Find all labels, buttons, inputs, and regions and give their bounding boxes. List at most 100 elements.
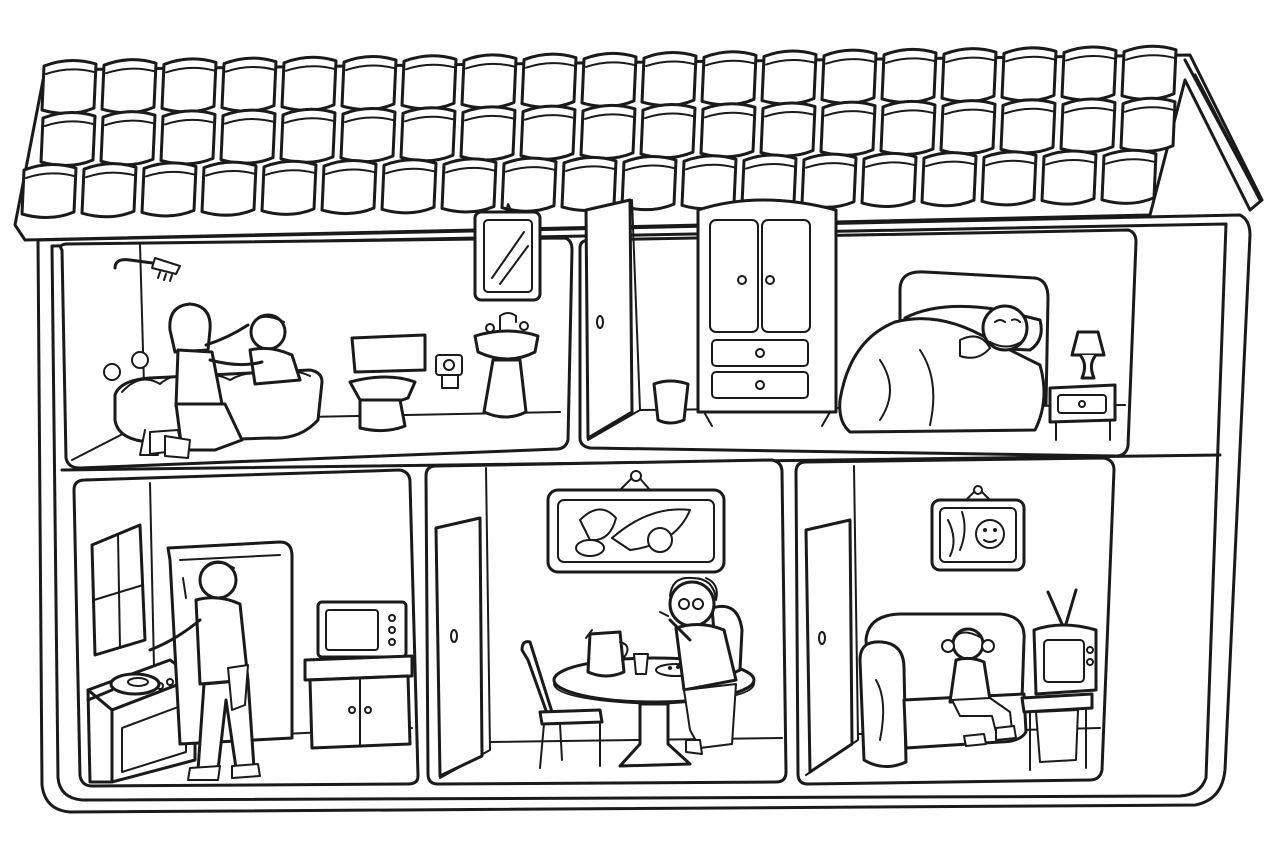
roof-tile-ridge [625, 164, 675, 172]
kitchen-window [90, 523, 147, 657]
roof-tile [339, 107, 397, 164]
roof-tile-ridge [805, 162, 855, 169]
roof-tile [640, 51, 698, 108]
frying-pan [86, 672, 161, 702]
bathroom-sink [473, 312, 540, 419]
roof-tile-ridge [1124, 106, 1174, 113]
roof-tile-ridge [104, 119, 154, 127]
roof-tile [140, 161, 198, 218]
roof-tile [160, 57, 218, 114]
roof-tile-ridge [685, 163, 735, 171]
television [1032, 588, 1098, 696]
living-room [794, 456, 1116, 786]
roof-tile [80, 162, 138, 219]
roof-tile-ridge [344, 116, 394, 124]
roof-tile-ridge [584, 113, 634, 120]
wardrobe [696, 198, 838, 427]
roof-tile-ridge [705, 59, 755, 67]
roof-tile-ridge [105, 67, 155, 75]
roof-tile [260, 159, 318, 216]
roof-tile-ridge [884, 109, 934, 116]
roof-tile [440, 157, 498, 214]
toilet-paper [435, 354, 463, 389]
drinking-glass [633, 653, 649, 675]
roof-tile [1119, 96, 1177, 153]
kitchen [72, 468, 420, 788]
roof-tile-ridge [85, 171, 135, 179]
roof-tile-ridge [865, 161, 915, 168]
fruit-painting [546, 470, 726, 574]
roof-tile [520, 52, 578, 109]
roof-tile-ridge [265, 169, 315, 176]
roof-tile-ridge [925, 160, 975, 168]
roof-tile-ridge [524, 114, 574, 121]
roof-tile-ridge [944, 108, 994, 116]
roof-tile [320, 159, 378, 216]
roof-tile-ridge [745, 162, 795, 170]
dining-room [424, 458, 788, 786]
roof-tile-ridge [164, 118, 214, 126]
roof-tile-ridge [284, 117, 334, 124]
roof-tile [879, 99, 937, 156]
dining-chair [520, 640, 604, 769]
roof-tile-ridge [704, 111, 754, 119]
roof-tile-ridge [764, 110, 814, 118]
roof-tile [580, 51, 638, 108]
roof-tile-ridge [825, 58, 875, 65]
mother-bathing-child [149, 302, 264, 459]
child-bathing [248, 313, 302, 386]
roof-tile [620, 155, 678, 212]
sun-painting [930, 485, 1026, 572]
roof-tile-ridge [645, 60, 695, 68]
roof-tile-ridge [385, 167, 435, 175]
roof-tile-ridge [285, 65, 335, 72]
tv-stand [1020, 692, 1094, 771]
microwave [316, 600, 408, 659]
roof-tiles [20, 44, 1178, 219]
roof-tile [20, 163, 78, 219]
roof-tile-ridge [224, 118, 274, 125]
roof-tile [1120, 44, 1178, 101]
roof-tile-ridge [765, 58, 815, 66]
roof-tile [380, 158, 438, 215]
roof-tile-ridge [404, 115, 454, 123]
roof-tile [280, 55, 338, 112]
roof-tile-ridge [945, 56, 995, 64]
roof-tile [460, 53, 518, 110]
armchair-sofa [858, 612, 1028, 768]
water-pitcher [585, 629, 629, 678]
roof-tile [760, 49, 818, 106]
roof-tile [400, 54, 458, 111]
dining-door [434, 516, 484, 778]
bathroom [59, 203, 574, 470]
roof-tile [680, 154, 738, 211]
shower-head [113, 257, 181, 282]
roof-tile [880, 47, 938, 104]
roof-tile-ridge [885, 57, 935, 64]
roof-tile [980, 150, 1038, 207]
roof-tile-ridge [525, 62, 575, 69]
roof-tile-ridge [505, 166, 555, 173]
roof-tile-ridge [1064, 107, 1114, 114]
roof-tile [100, 58, 158, 115]
roof-tile-ridge [1004, 107, 1054, 115]
bedside-lamp [1070, 330, 1106, 380]
nightstand [1048, 383, 1117, 441]
roof-tile-ridge [644, 112, 694, 120]
kitchen-cabinet [303, 654, 414, 750]
roof-tile [759, 101, 817, 158]
roof-tile [399, 106, 457, 163]
roof-tile-ridge [824, 110, 874, 117]
living-room-door [804, 518, 854, 774]
stove [86, 658, 197, 784]
roof-tile-ridge [985, 159, 1035, 167]
roof-tile-ridge [205, 170, 255, 177]
roof-tile [519, 104, 577, 161]
roof-tile-ridge [1105, 158, 1155, 165]
roof-tile-ridge [464, 114, 514, 122]
roof-tile-ridge [585, 61, 635, 68]
roof-tile [579, 103, 637, 160]
roof-tile [159, 109, 217, 166]
roof-tile-ridge [345, 64, 395, 72]
roof [13, 44, 1264, 242]
